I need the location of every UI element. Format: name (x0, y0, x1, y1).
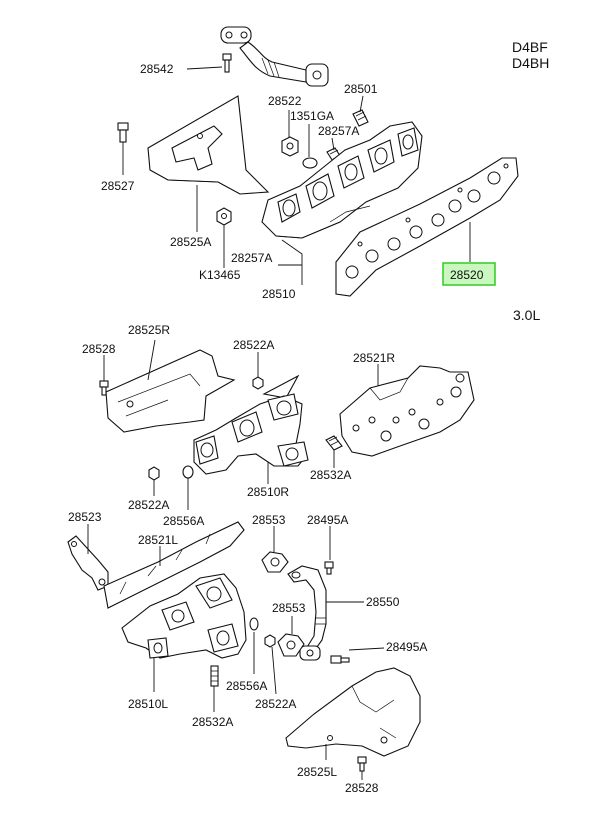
nut-28522a-2[interactable] (148, 466, 160, 481)
engine-code-d4bf: D4BF (512, 39, 548, 55)
egr-pipe-28550[interactable] (287, 565, 327, 661)
engine-variant-3-0l: 3.0L (513, 307, 540, 323)
nut-28522a-1[interactable] (252, 376, 264, 390)
heat-shield-28525l[interactable] (285, 667, 421, 757)
label-28525a[interactable]: 28525A (170, 235, 211, 249)
label-28522a-1[interactable]: 28522A (233, 338, 274, 352)
washer-28556a-2[interactable] (249, 617, 259, 631)
label-28522a-2[interactable]: 28522A (128, 498, 169, 512)
stud-28532a-1[interactable] (325, 435, 343, 451)
label-28550[interactable]: 28550 (366, 595, 400, 609)
heat-shield-28525a[interactable] (147, 95, 270, 195)
label-28553-2[interactable]: 28553 (272, 601, 306, 615)
label-28556a-2[interactable]: 28556A (226, 679, 267, 693)
label-28257a-2[interactable]: 28257A (231, 251, 272, 265)
gasket-triangle (262, 374, 300, 399)
bolt-28495a-2[interactable] (330, 655, 350, 664)
washer-28556a-1[interactable] (182, 465, 194, 479)
label-28532a-2[interactable]: 28532A (192, 715, 233, 729)
label-28528-top[interactable]: 28528 (82, 342, 116, 356)
label-28510l[interactable]: 28510L (128, 697, 168, 711)
label-28523[interactable]: 28523 (68, 510, 102, 524)
label-28527[interactable]: 28527 (101, 179, 135, 193)
label-28501[interactable]: 28501 (344, 82, 378, 96)
exhaust-manifold-28510l[interactable] (121, 573, 247, 659)
label-28520[interactable]: 28520 (450, 268, 484, 282)
label-28532a-1[interactable]: 28532A (310, 468, 351, 482)
nut-k13465[interactable] (216, 207, 232, 226)
label-28528-bot[interactable]: 28528 (345, 781, 379, 795)
bolt-28527[interactable] (117, 122, 129, 143)
label-28556a-1[interactable]: 28556A (163, 514, 204, 528)
washer-1351ga[interactable] (302, 157, 318, 169)
label-28510r[interactable]: 28510R (247, 485, 289, 499)
label-28495a-2[interactable]: 28495A (386, 640, 427, 654)
gasket-28520[interactable] (335, 157, 519, 297)
bolt-28528-bot[interactable] (357, 756, 367, 772)
label-1351ga[interactable]: 1351GA (290, 109, 334, 123)
stud-28501[interactable] (352, 109, 369, 127)
label-28257a-1[interactable]: 28257A (318, 124, 359, 138)
egr-pipe-part[interactable] (220, 26, 329, 87)
label-28521r[interactable]: 28521R (353, 351, 395, 365)
gasket-28553-2[interactable] (277, 633, 305, 657)
label-28553-1[interactable]: 28553 (252, 513, 286, 527)
bolt-28495a-1[interactable] (324, 561, 334, 575)
bolt-28542[interactable] (222, 53, 232, 73)
label-k13465[interactable]: K13465 (199, 268, 241, 282)
label-28522a-3[interactable]: 28522A (255, 697, 296, 711)
bracket-28523[interactable] (67, 535, 109, 591)
exhaust-manifold-28510[interactable] (261, 121, 423, 239)
engine-code-d4bh: D4BH (512, 55, 549, 71)
label-28522[interactable]: 28522 (268, 94, 302, 108)
label-28510[interactable]: 28510 (262, 287, 296, 301)
exhaust-manifold-28510r[interactable] (193, 393, 309, 475)
label-28521l[interactable]: 28521L (138, 533, 178, 547)
label-28495a-1[interactable]: 28495A (307, 513, 348, 527)
label-28525l[interactable]: 28525L (297, 765, 337, 779)
heat-shield-28521r[interactable] (339, 365, 475, 457)
nut-28522a-3[interactable] (264, 634, 276, 648)
heat-shield-28521l[interactable] (103, 521, 245, 609)
label-28525r[interactable]: 28525R (128, 323, 170, 337)
stud-28532a-2[interactable] (210, 665, 219, 687)
highlight-box-28520[interactable] (442, 262, 496, 286)
nut-28522[interactable] (281, 136, 299, 157)
heat-shield-28525r[interactable] (105, 349, 236, 433)
label-28542[interactable]: 28542 (140, 62, 174, 76)
gasket-28553-1[interactable] (261, 551, 289, 573)
